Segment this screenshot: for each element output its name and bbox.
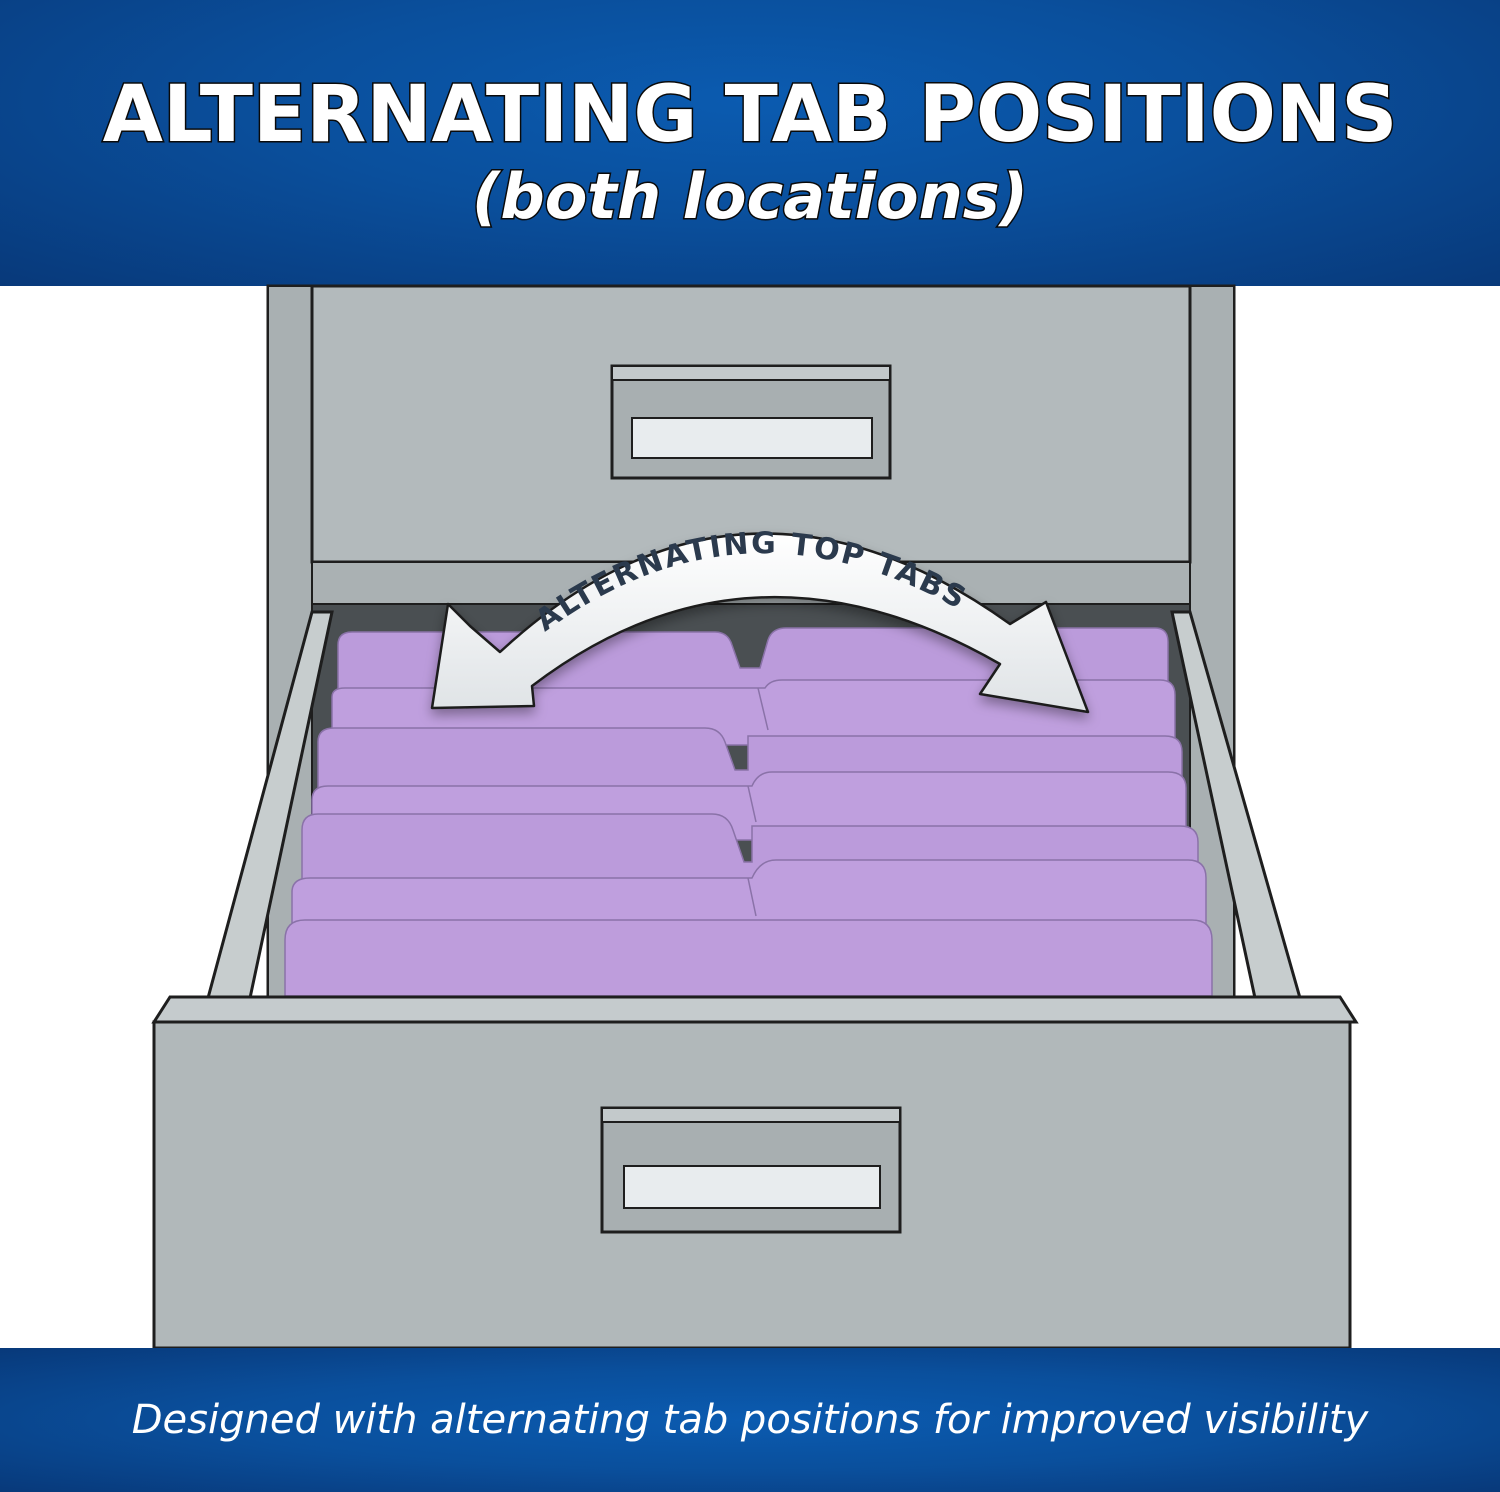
footer-banner xyxy=(0,1348,1500,1492)
curved-double-arrow-icon xyxy=(430,532,1090,714)
header-banner xyxy=(0,0,1500,286)
footer-caption: Designed with alternating tab positions … xyxy=(131,1397,1369,1443)
page-subtitle: (both locations) xyxy=(471,159,1030,235)
page-title: ALTERNATING TAB POSITIONS xyxy=(101,69,1399,162)
drawer-handle-icon xyxy=(600,1106,902,1234)
drawer-handle-icon xyxy=(610,364,892,480)
